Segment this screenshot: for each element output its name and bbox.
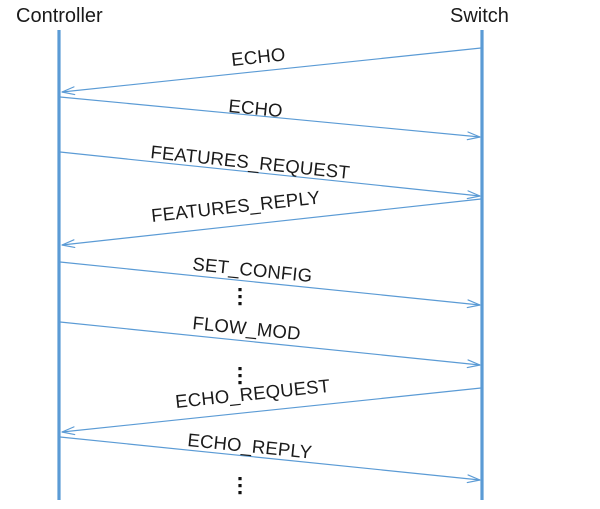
message-label: ECHO_REQUEST: [174, 375, 331, 413]
ellipsis-dot: [238, 302, 242, 306]
ellipsis-dot: [238, 484, 242, 488]
message-label: FEATURES_REQUEST: [149, 141, 350, 184]
message-label: FEATURES_REPLY: [150, 186, 321, 226]
actor-layer: Controller Switch: [16, 5, 509, 500]
message-line: [59, 96, 481, 138]
ellipsis-layer: [238, 288, 242, 495]
message-8-echo-reply[interactable]: ECHO_REPLY: [59, 429, 481, 484]
message-arrowhead: [61, 86, 76, 96]
ellipsis-dot: [238, 367, 242, 371]
message-line: [59, 436, 481, 481]
ellipsis-dot: [238, 381, 242, 385]
ellipsis-dot: [238, 295, 242, 299]
ellipsis-after-flow-mod: [238, 367, 242, 385]
message-arrowhead: [466, 131, 481, 141]
message-label: ECHO_REPLY: [186, 429, 313, 464]
message-arrowhead: [466, 359, 481, 369]
message-line: [59, 261, 481, 306]
ellipsis-dot: [238, 477, 242, 481]
message-arrowhead: [466, 299, 481, 309]
message-3-features-request[interactable]: FEATURES_REQUEST: [59, 141, 481, 200]
message-arrowhead: [466, 190, 481, 200]
message-4-features-reply[interactable]: FEATURES_REPLY: [61, 186, 482, 249]
message-label: FLOW_MOD: [191, 312, 301, 345]
message-7-echo-request[interactable]: ECHO_REQUEST: [61, 375, 482, 436]
message-line: [61, 47, 482, 93]
message-arrowhead: [61, 426, 76, 436]
message-arrowhead: [61, 239, 76, 249]
ellipsis-after-set-config: [238, 288, 242, 306]
message-1-echo[interactable]: ECHO: [61, 43, 482, 96]
actor-label-controller: Controller: [16, 5, 103, 27]
message-2-echo[interactable]: ECHO: [59, 95, 481, 141]
message-arrowhead: [466, 474, 481, 484]
message-5-set-config[interactable]: SET_CONFIG: [59, 253, 481, 309]
actor-label-switch: Switch: [450, 5, 509, 27]
message-line: [59, 321, 481, 366]
message-line: [59, 151, 481, 197]
message-label: ECHO: [230, 43, 286, 70]
message-line: [61, 387, 482, 433]
message-line: [61, 198, 482, 246]
message-label: ECHO: [228, 95, 284, 121]
ellipsis-dot: [238, 374, 242, 378]
ellipsis-bottom: [238, 477, 242, 495]
ellipsis-dot: [238, 288, 242, 292]
ellipsis-dot: [238, 491, 242, 495]
message-6-flow-mod[interactable]: FLOW_MOD: [59, 312, 481, 369]
